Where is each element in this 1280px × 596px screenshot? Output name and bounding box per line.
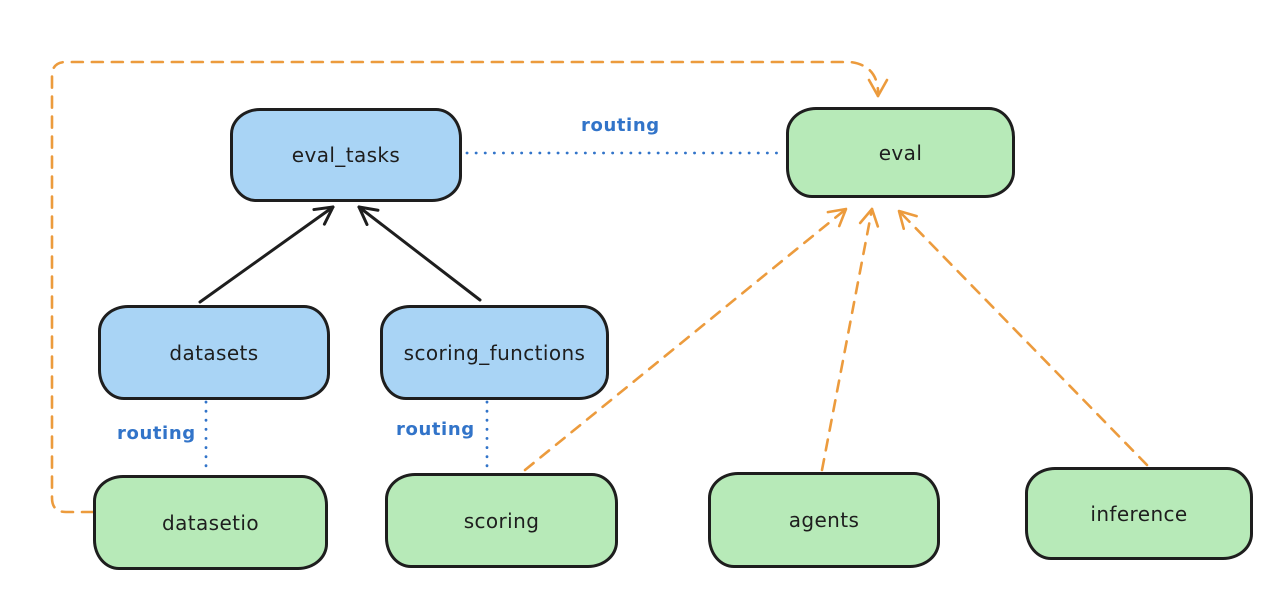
node-agents-label: agents	[788, 508, 860, 532]
node-scoring-label: scoring	[463, 508, 540, 533]
node-datasetio-label: datasetio	[161, 510, 259, 535]
edge-inference-to-eval	[897, 209, 1149, 467]
node-eval-tasks-label: eval_tasks	[291, 143, 401, 167]
node-scoring: scoring	[385, 473, 618, 568]
node-datasets: datasets	[98, 305, 330, 400]
node-inference: inference	[1025, 467, 1253, 560]
node-scoring-functions-label: scoring_functions	[403, 340, 586, 365]
edge-datasetio-to-eval	[50, 60, 889, 514]
routing-label-eval-tasks-eval: routing	[581, 115, 660, 136]
node-eval: eval	[786, 107, 1015, 198]
edge-scoring-to-eval	[523, 207, 848, 472]
node-scoring-functions: scoring_functions	[380, 305, 609, 400]
routing-label-datasets-datasetio: routing	[117, 423, 196, 444]
routing-label-scoring-functions-scoring: routing	[396, 419, 475, 440]
node-eval-tasks: eval_tasks	[230, 108, 462, 202]
edge-datasets-to-eval-tasks	[198, 205, 335, 304]
edge-scoring-functions-to-eval-tasks	[357, 205, 482, 302]
node-inference-label: inference	[1090, 501, 1188, 526]
node-datasetio: datasetio	[93, 475, 328, 570]
node-agents: agents	[708, 472, 940, 568]
node-eval-label: eval	[878, 140, 923, 165]
edge-agents-to-eval	[820, 207, 880, 472]
node-datasets-label: datasets	[169, 340, 259, 365]
